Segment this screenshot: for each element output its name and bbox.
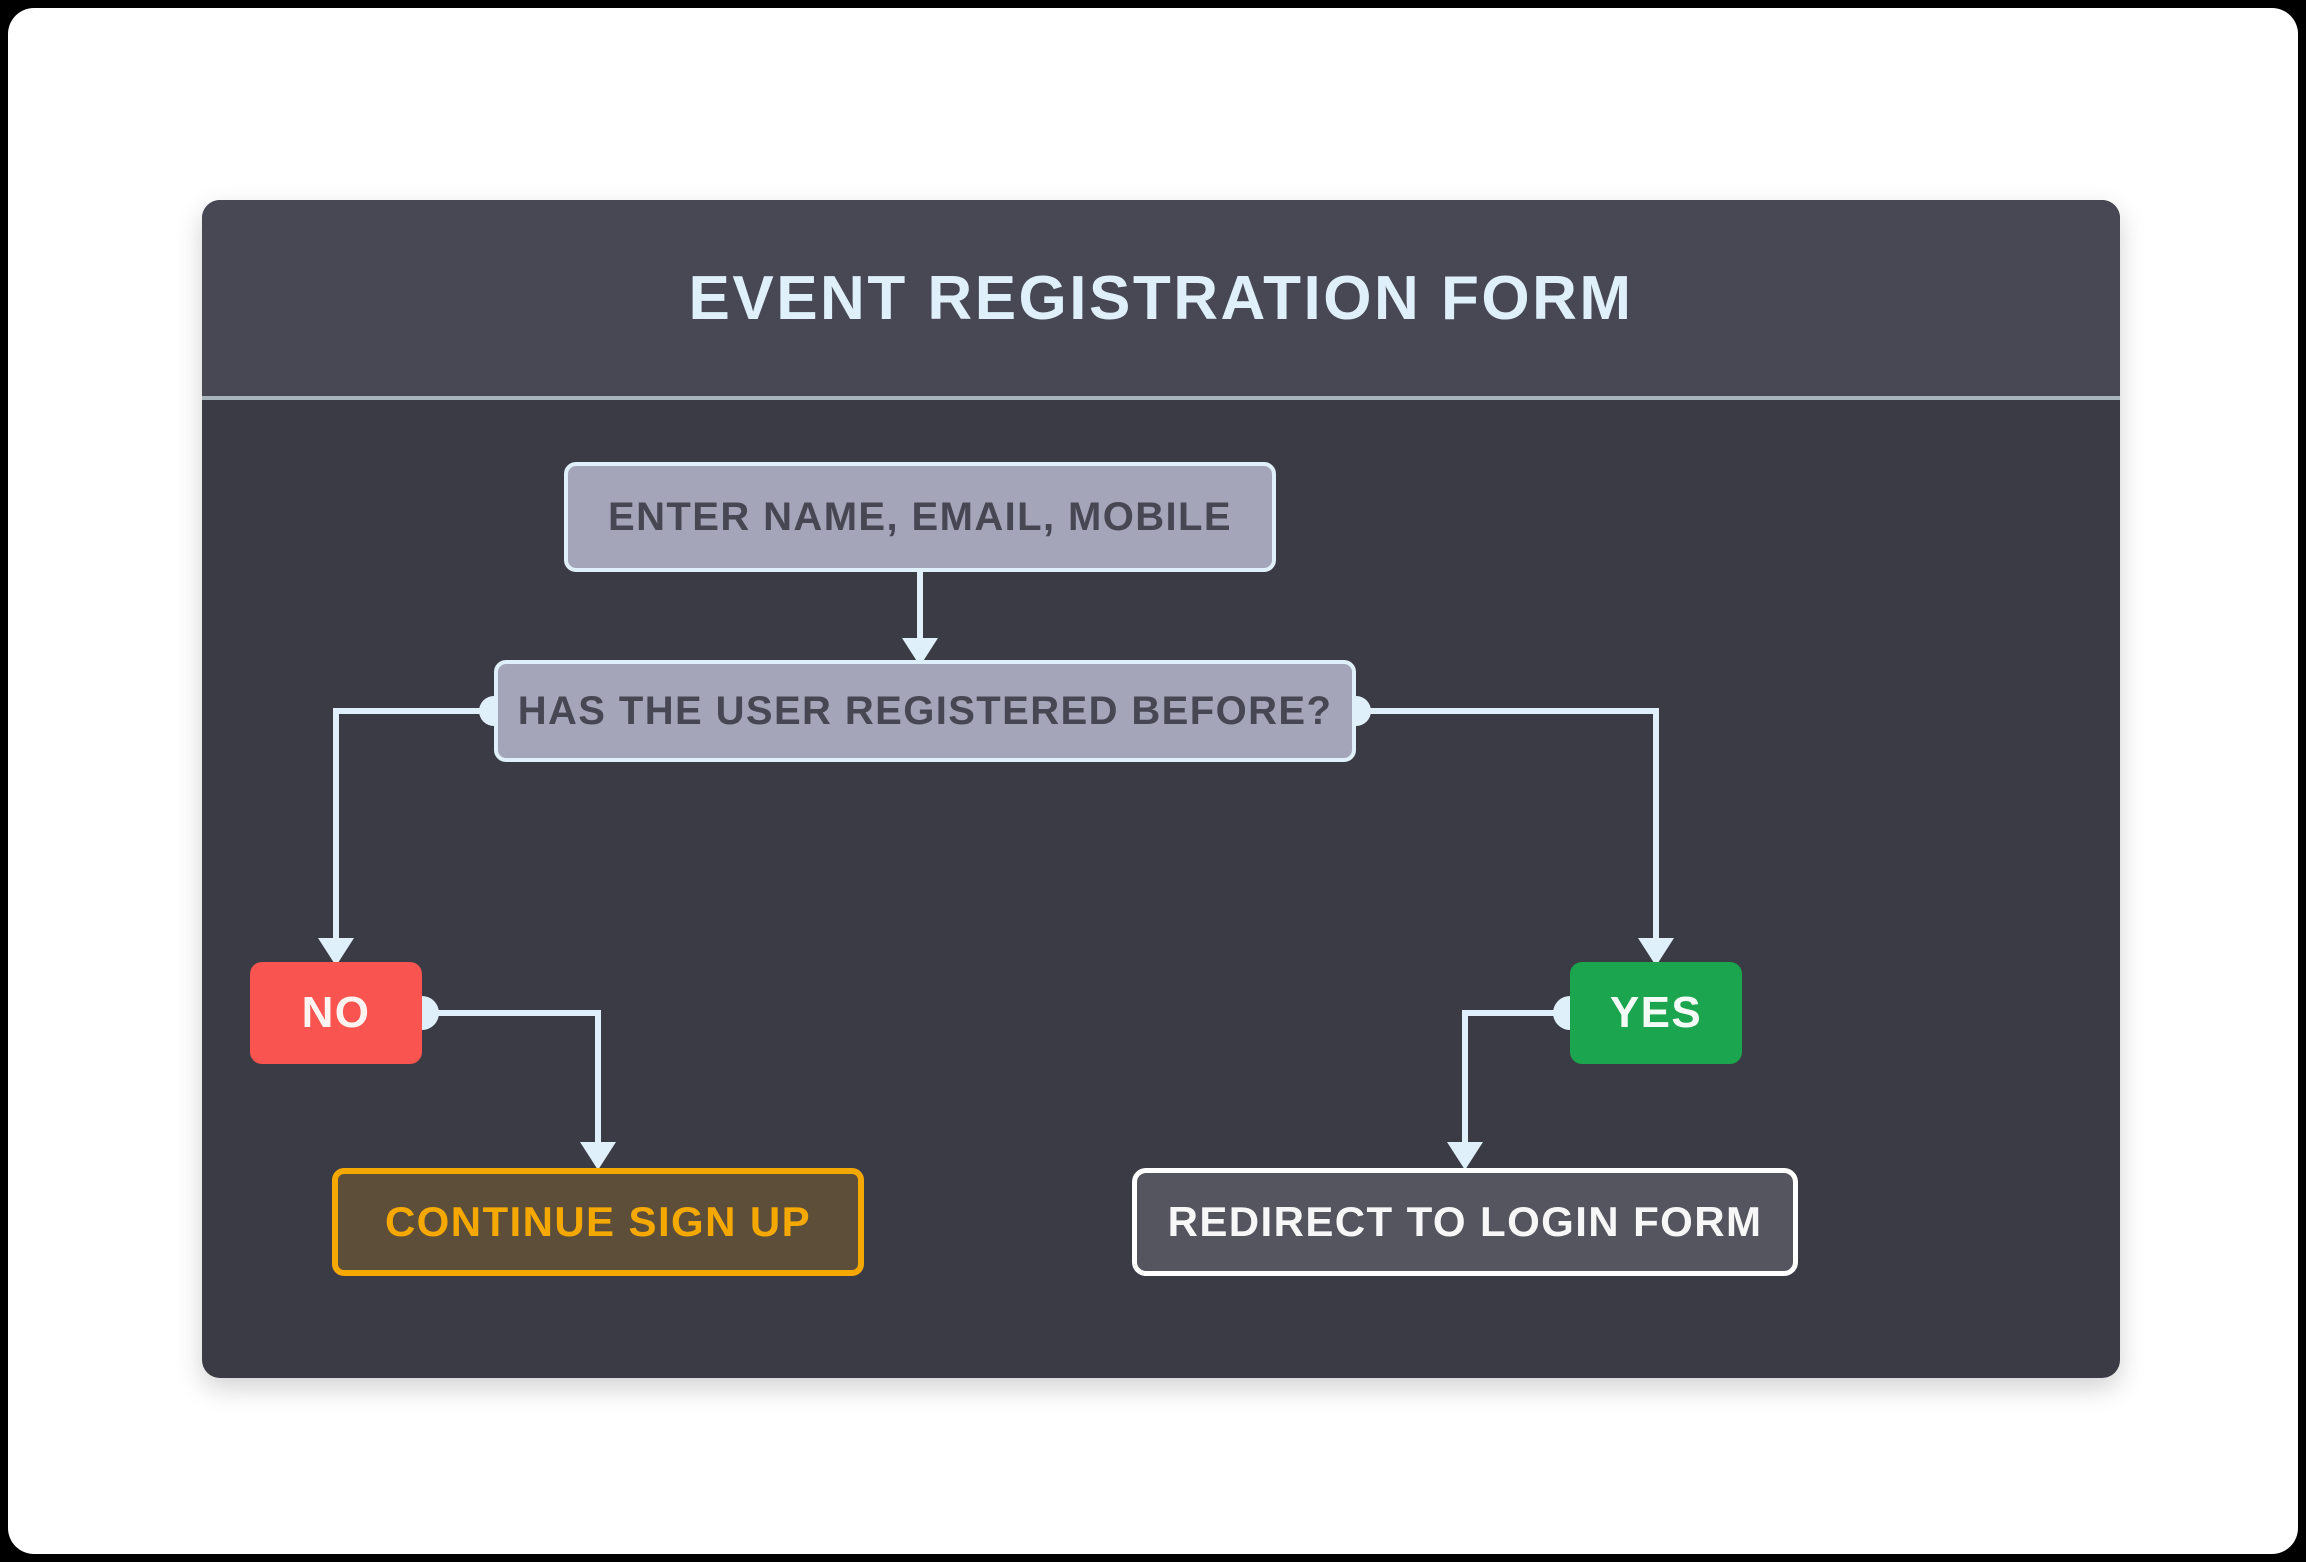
node-redirect-to-login-form[interactable]: REDIRECT TO LOGIN FORM (1132, 1168, 1798, 1276)
header-divider (202, 396, 2120, 400)
diagram-header-band (202, 200, 2120, 396)
node-branch-yes[interactable]: YES (1570, 962, 1742, 1064)
page-sheet: EVENT REGISTRATION FORM (8, 8, 2298, 1554)
edge-no-to-continue (422, 1010, 601, 1144)
node-decision-registered-before[interactable]: HAS THE USER REGISTERED BEFORE? (494, 660, 1356, 762)
arrow-yes-to-redirect (1447, 1142, 1483, 1170)
node-branch-no[interactable]: NO (250, 962, 422, 1064)
node-continue-sign-up[interactable]: CONTINUE SIGN UP (332, 1168, 864, 1276)
page-title: EVENT REGISTRATION FORM (688, 263, 1634, 333)
arrow-no-to-continue (580, 1142, 616, 1170)
node-enter-details[interactable]: ENTER NAME, EMAIL, MOBILE (564, 462, 1276, 572)
edge-yes-to-redirect (1462, 1010, 1570, 1144)
edge-decision-to-no (333, 708, 494, 940)
edge-decision-to-yes (1356, 708, 1659, 940)
diagram-canvas: EVENT REGISTRATION FORM (202, 200, 2120, 1378)
